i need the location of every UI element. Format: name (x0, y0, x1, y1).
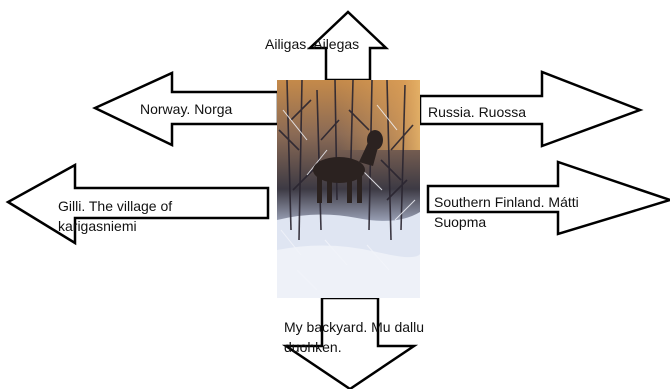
label-northwest: Norway. Norga (140, 101, 233, 117)
arrow-northwest (92, 71, 280, 147)
arrow-west (5, 162, 270, 246)
arrow-south (281, 296, 419, 389)
label-northeast: Russia. Ruossa (428, 104, 527, 120)
label-east: Southern Finland. Mátti Suopma (434, 194, 579, 230)
arrow-east (426, 160, 670, 236)
moose-forest-photo (277, 80, 420, 298)
label-south: My backyard. Mu dallu duohken. (284, 319, 425, 355)
arrow-northeast (418, 70, 644, 148)
label-west: Gilli. The village of karigasniemi (58, 198, 173, 234)
label-north: Ailigas. Ailegas (265, 36, 360, 52)
